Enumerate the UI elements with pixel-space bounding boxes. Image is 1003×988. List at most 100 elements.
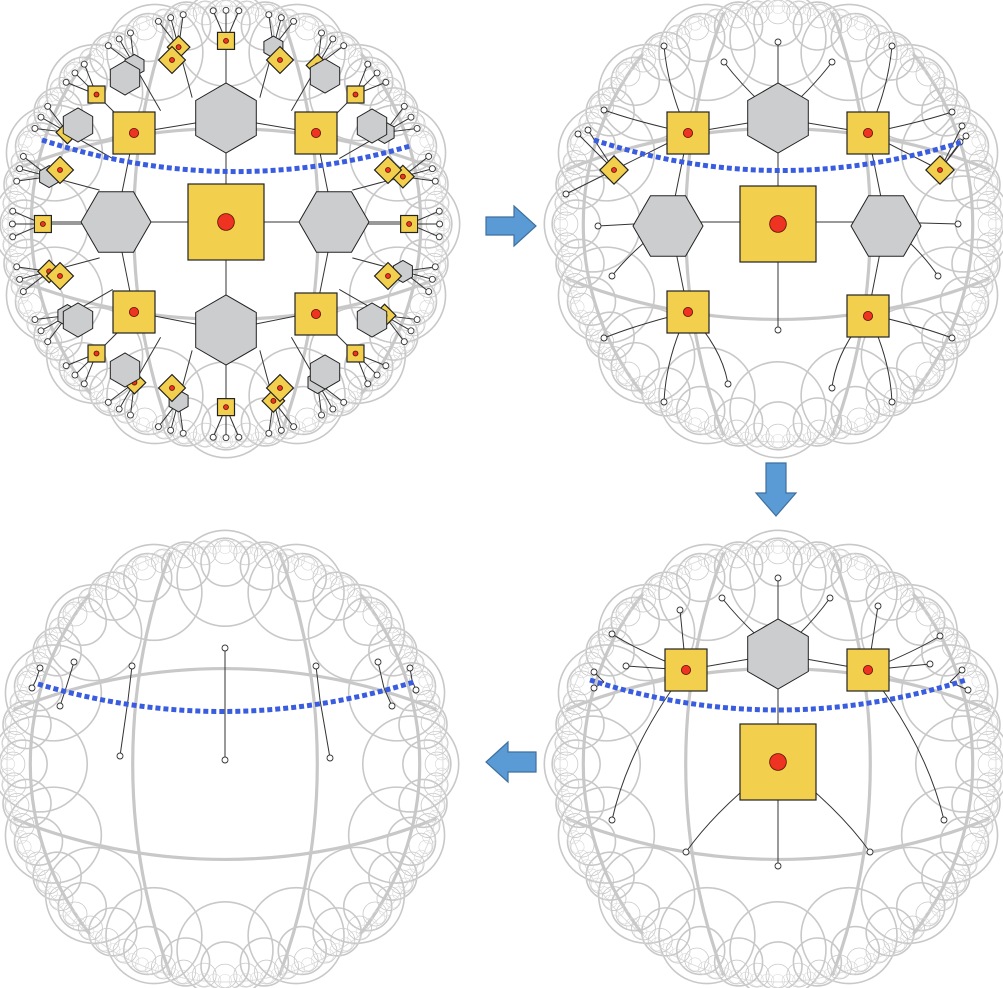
center-dot bbox=[175, 44, 182, 51]
grid-edge-arc bbox=[419, 134, 434, 148]
grid-edge-arc bbox=[981, 704, 996, 719]
grid-cell-arc bbox=[951, 238, 1001, 289]
grid-cell-arc bbox=[578, 851, 604, 877]
open-leg-end bbox=[682, 848, 690, 856]
grid-cell-arc bbox=[551, 739, 601, 789]
grid-cell-arc bbox=[601, 346, 627, 371]
grid-edge-arc bbox=[37, 877, 52, 892]
grid-cell-arc bbox=[976, 232, 1002, 258]
grid-edge-arc bbox=[617, 370, 632, 385]
grid-cell-arc bbox=[806, 3, 832, 29]
grid-edge-arc bbox=[229, 0, 244, 15]
grid-cell-arc bbox=[123, 385, 174, 436]
grid-geodesic bbox=[277, 551, 319, 977]
grid-edge-arc bbox=[414, 664, 428, 679]
grid-cell-arc bbox=[423, 730, 449, 756]
grid-edge-arc bbox=[320, 565, 335, 580]
center-dot bbox=[682, 127, 694, 139]
grid-cell-arc bbox=[274, 548, 299, 574]
grid-edge-arc bbox=[435, 206, 450, 221]
grid-edge-arc bbox=[987, 206, 1002, 221]
center-dot bbox=[169, 385, 175, 391]
open-leg-end bbox=[948, 108, 956, 116]
grid-cell-arc bbox=[247, 543, 345, 642]
open-leg-end bbox=[318, 411, 325, 419]
open-leg-end bbox=[179, 429, 187, 437]
grid-edge-arc bbox=[792, 433, 807, 447]
open-leg-end bbox=[590, 684, 598, 692]
grid-cell-arc bbox=[684, 15, 710, 41]
grid-cell-arc bbox=[377, 77, 403, 102]
grid-edge-arc bbox=[924, 63, 939, 78]
grid-cell-arc bbox=[704, 548, 729, 574]
open-leg-end bbox=[373, 371, 381, 379]
grid-cell-arc bbox=[597, 306, 696, 405]
open-leg-end bbox=[958, 666, 966, 674]
open-leg-end bbox=[56, 702, 64, 710]
grid-cell-arc bbox=[900, 587, 925, 613]
open-leg-end bbox=[400, 102, 408, 110]
grid-edge-arc bbox=[385, 894, 400, 909]
grid-edge-arc bbox=[218, 974, 232, 988]
grid-edge-arc bbox=[281, 549, 295, 564]
grid-cell-arc bbox=[675, 385, 726, 436]
hexagon-tensor bbox=[850, 195, 922, 257]
grid-geodesic bbox=[28, 592, 92, 936]
grid-cell-arc bbox=[684, 555, 710, 581]
square-tensor bbox=[925, 155, 955, 185]
grid-edge-arc bbox=[931, 362, 946, 377]
grid-edge-arc bbox=[781, 0, 796, 15]
grid-cell-arc bbox=[900, 644, 999, 742]
grid-cell-arc bbox=[724, 419, 750, 445]
grid-cell-arc bbox=[744, 540, 770, 566]
grid-cell-arc bbox=[800, 543, 898, 642]
open-leg-end bbox=[167, 14, 175, 22]
grid-cell-arc bbox=[48, 617, 74, 642]
square-tensor bbox=[666, 290, 710, 334]
grid-edge-arc bbox=[688, 16, 702, 31]
grid-edge-arc bbox=[208, 0, 223, 15]
grid-cell-arc bbox=[49, 77, 75, 102]
open-leg-end bbox=[828, 384, 836, 392]
grid-edge-arc bbox=[659, 943, 674, 957]
open-leg-end bbox=[16, 275, 24, 283]
grid-cell-arc bbox=[362, 901, 388, 927]
open-leg-end bbox=[16, 165, 24, 173]
grid-edge-arc bbox=[617, 63, 632, 78]
grid-cell-arc bbox=[557, 104, 656, 202]
grid-cell-arc bbox=[152, 8, 177, 34]
square-tensor bbox=[599, 155, 629, 185]
grid-edge-arc bbox=[728, 4, 743, 19]
grid-cell-arc bbox=[860, 306, 959, 405]
open-leg-end bbox=[44, 338, 52, 346]
square-tensor bbox=[265, 45, 295, 75]
grid-cell-arc bbox=[684, 407, 710, 433]
grid-cell-arc bbox=[977, 751, 1003, 777]
grid-cell-arc bbox=[952, 651, 978, 677]
open-leg-end bbox=[407, 327, 415, 335]
open-leg-end bbox=[774, 574, 782, 582]
center-dot bbox=[57, 273, 63, 279]
grid-cell-arc bbox=[792, 541, 843, 591]
grid-cell-arc bbox=[277, 925, 328, 976]
open-leg-end bbox=[9, 233, 17, 241]
grid-edge-arc bbox=[554, 227, 569, 242]
grid-edge-arc bbox=[418, 674, 433, 688]
grid-edge-arc bbox=[166, 6, 181, 21]
grid-edge-arc bbox=[659, 571, 674, 585]
grid-cell-arc bbox=[4, 786, 103, 884]
grid-cell-arc bbox=[585, 311, 635, 361]
open-leg-end bbox=[70, 658, 78, 666]
grid-edge-arc bbox=[603, 79, 618, 94]
grid-cell-arc bbox=[704, 414, 729, 440]
open-leg-end bbox=[436, 220, 444, 228]
grid-edge-arc bbox=[218, 540, 232, 554]
grid-cell-arc bbox=[578, 311, 604, 337]
grid-edge-arc bbox=[938, 619, 953, 634]
open-leg-end bbox=[154, 17, 162, 25]
grid-edge-arc bbox=[708, 424, 722, 439]
disk-boundary bbox=[559, 5, 997, 443]
grid-cell-arc bbox=[929, 346, 955, 371]
grid-edge-arc bbox=[115, 565, 130, 580]
grid-cell-arc bbox=[569, 670, 595, 696]
